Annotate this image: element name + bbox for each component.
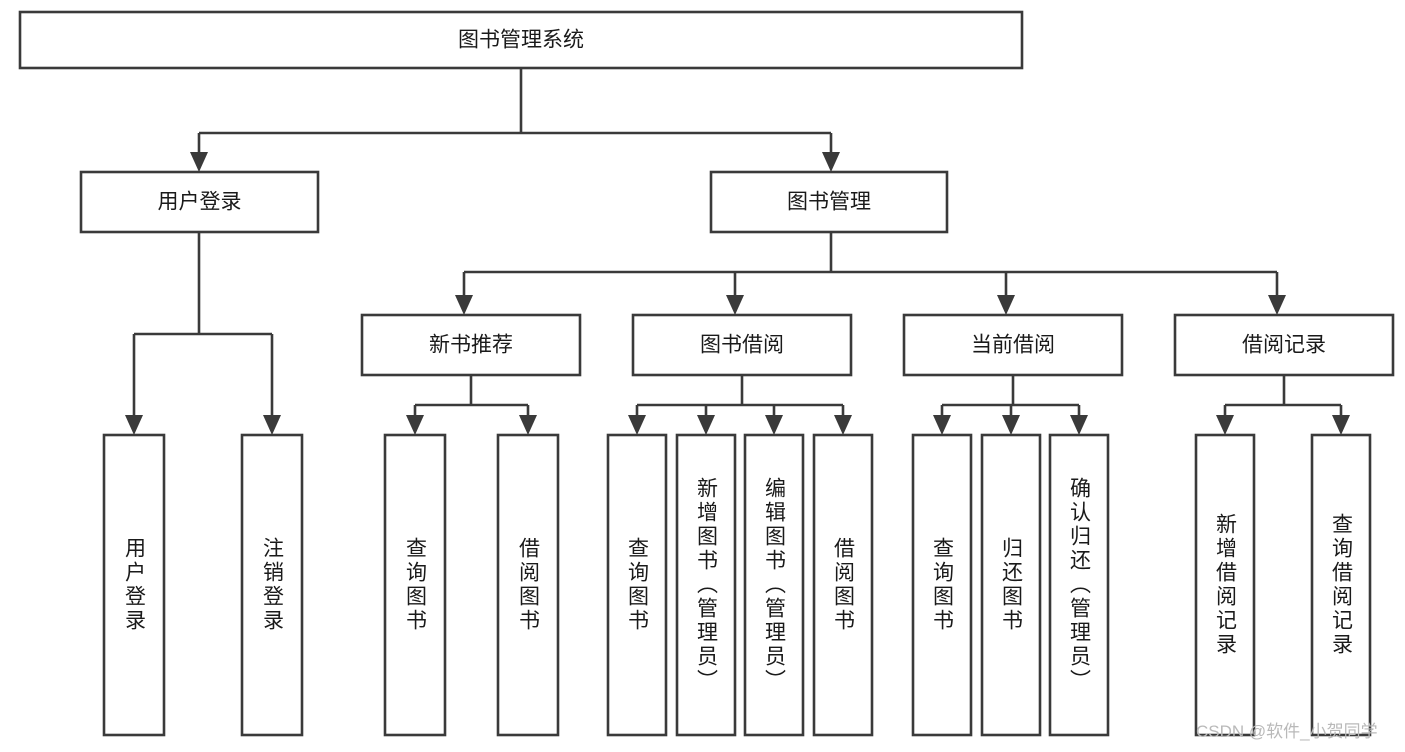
leaf-borrow-book-2-box[interactable] xyxy=(812,433,874,737)
leaf-query-record-box[interactable] xyxy=(1310,433,1372,737)
leaf-logout-login-label: 注销登录 xyxy=(260,537,284,633)
leaf-borrow-book-2[interactable]: 借阅图书 xyxy=(814,435,872,735)
arrow-head-user-login xyxy=(190,152,208,172)
arrow-head-leaf-borrow-book-1 xyxy=(519,415,537,435)
leaf-add-record-label: 新增借阅记录 xyxy=(1213,513,1237,657)
arrow-head-current-borrow xyxy=(997,295,1015,315)
connector-group-user-login-to-leaves xyxy=(125,232,281,435)
arrow-head-leaf-query-record xyxy=(1332,415,1350,435)
node-borrow-record[interactable]: 借阅记录 xyxy=(1173,313,1395,377)
leaf-query-book-1[interactable]: 查询图书 xyxy=(385,435,445,735)
leaf-borrow-book-2-label: 借阅图书 xyxy=(831,537,855,633)
node-current-borrow-box[interactable] xyxy=(902,313,1124,377)
arrow-head-leaf-confirm-return xyxy=(1070,415,1088,435)
leaf-confirm-return-label: 确认归还（管理员） xyxy=(1067,477,1091,693)
node-user-login[interactable]: 用户登录 xyxy=(79,170,320,234)
leaf-add-record-box[interactable] xyxy=(1194,433,1256,737)
node-root-box[interactable] xyxy=(18,10,1024,70)
leaf-borrow-book-1-label: 借阅图书 xyxy=(516,537,540,633)
leaf-box-group xyxy=(102,433,1372,737)
node-new-book-recommend-label: 新书推荐 xyxy=(429,334,513,357)
connector-group-root-to-level2 xyxy=(190,68,840,172)
node-user-login-box[interactable] xyxy=(79,170,320,234)
arrow-head-book-borrow xyxy=(726,295,744,315)
leaf-logout-login-box[interactable] xyxy=(240,433,304,737)
arrow-head-leaf-query-book-3 xyxy=(933,415,951,435)
arrow-head-leaf-user-login xyxy=(125,415,143,435)
connector-group-borrow-record-to-leaves xyxy=(1216,375,1350,435)
leaf-confirm-return-box[interactable] xyxy=(1048,433,1110,737)
leaf-borrow-book-1-box[interactable] xyxy=(496,433,560,737)
node-borrow-record-box[interactable] xyxy=(1173,313,1395,377)
arrow-head-new-book-recommend xyxy=(455,295,473,315)
leaf-query-book-2[interactable]: 查询图书 xyxy=(608,435,666,735)
arrow-head-leaf-logout-login xyxy=(263,415,281,435)
leaf-add-book-box[interactable] xyxy=(675,433,737,737)
arrow-head-book-management xyxy=(822,152,840,172)
leaf-edit-book-label: 编辑图书（管理员） xyxy=(762,477,786,693)
node-borrow-record-label: 借阅记录 xyxy=(1242,334,1326,357)
node-book-management-label: 图书管理 xyxy=(787,191,871,214)
leaf-borrow-book-1[interactable]: 借阅图书 xyxy=(498,435,558,735)
arrow-head-leaf-add-record xyxy=(1216,415,1234,435)
leaf-logout-login[interactable]: 注销登录 xyxy=(242,435,302,735)
leaf-add-book[interactable]: 新增图书（管理员） xyxy=(677,435,735,735)
node-book-management[interactable]: 图书管理 xyxy=(709,170,949,234)
leaf-user-login-label: 用户登录 xyxy=(122,537,146,633)
leaf-add-record[interactable]: 新增借阅记录 xyxy=(1196,435,1254,735)
leaf-return-book-box[interactable] xyxy=(980,433,1042,737)
node-book-borrow[interactable]: 图书借阅 xyxy=(631,313,853,377)
node-user-login-label: 用户登录 xyxy=(158,191,242,214)
arrow-head-leaf-query-book-1 xyxy=(406,415,424,435)
leaf-query-book-3-box[interactable] xyxy=(911,433,973,737)
leaf-query-book-1-box[interactable] xyxy=(383,433,447,737)
leaf-edit-book[interactable]: 编辑图书（管理员） xyxy=(745,435,803,735)
node-new-book-recommend[interactable]: 新书推荐 xyxy=(360,313,582,377)
leaf-user-login-box[interactable] xyxy=(102,433,166,737)
node-book-borrow-box[interactable] xyxy=(631,313,853,377)
leaf-query-book-3[interactable]: 查询图书 xyxy=(913,435,971,735)
leaf-return-book-label: 归还图书 xyxy=(999,537,1023,633)
leaf-user-login[interactable]: 用户登录 xyxy=(104,435,164,735)
node-current-borrow-label: 当前借阅 xyxy=(971,334,1055,357)
node-new-book-recommend-box[interactable] xyxy=(360,313,582,377)
node-book-management-box[interactable] xyxy=(709,170,949,234)
leaf-edit-book-box[interactable] xyxy=(743,433,805,737)
connector-group-book-borrow-to-leaves xyxy=(628,375,852,435)
connector-group-new-book-recommend-to-leaves xyxy=(406,375,537,435)
node-book-borrow-label: 图书借阅 xyxy=(700,334,784,357)
arrow-head-leaf-query-book-2 xyxy=(628,415,646,435)
arrow-head-leaf-add-book xyxy=(697,415,715,435)
connector-group-book-management-to-level3 xyxy=(455,232,1286,315)
leaf-add-book-label: 新增图书（管理员） xyxy=(694,477,718,693)
arrow-head-borrow-record xyxy=(1268,295,1286,315)
node-root[interactable]: 图书管理系统 xyxy=(18,10,1024,70)
connector-group-current-borrow-to-leaves xyxy=(933,375,1088,435)
leaf-query-record-label: 查询借阅记录 xyxy=(1329,513,1353,657)
node-current-borrow[interactable]: 当前借阅 xyxy=(902,313,1124,377)
leaf-confirm-return[interactable]: 确认归还（管理员） xyxy=(1050,435,1108,735)
arrow-head-leaf-edit-book xyxy=(765,415,783,435)
arrow-head-leaf-borrow-book-2 xyxy=(834,415,852,435)
arrow-head-leaf-return-book xyxy=(1002,415,1020,435)
leaf-query-book-1-label: 查询图书 xyxy=(403,537,427,633)
leaf-query-book-3-label: 查询图书 xyxy=(930,537,954,633)
leaf-query-record[interactable]: 查询借阅记录 xyxy=(1312,435,1370,735)
leaf-return-book[interactable]: 归还图书 xyxy=(982,435,1040,735)
node-root-label: 图书管理系统 xyxy=(458,29,584,52)
leaf-query-book-2-box[interactable] xyxy=(606,433,668,737)
leaf-query-book-2-label: 查询图书 xyxy=(625,537,649,633)
